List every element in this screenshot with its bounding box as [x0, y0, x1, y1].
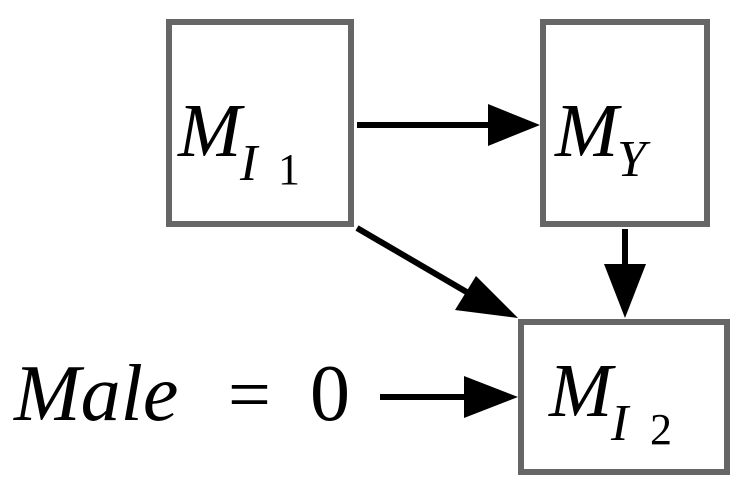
edge-mi1-to-my: [357, 104, 540, 146]
edge-mi1-to-mi2-arrowhead: [455, 276, 518, 318]
edge-mi1-to-my-arrowhead: [488, 104, 540, 146]
edge-mi1-to-mi2: [355, 225, 518, 318]
node-m-y-label: MY: [554, 89, 651, 188]
edge-my-to-mi2-arrowhead: [604, 264, 646, 318]
edge-male-to-mi2-arrowhead: [464, 376, 518, 418]
node-m-y-box: [540, 19, 710, 227]
edge-my-to-mi2: [604, 229, 646, 318]
edge-mi1-to-mi2-line: [355, 225, 472, 297]
edge-male-to-mi2: [380, 376, 518, 418]
node-m-i1-box: [166, 19, 354, 227]
intervention-label: Male=0: [13, 350, 350, 438]
node-m-y: MY: [540, 19, 710, 227]
node-m-i2-box: [518, 319, 730, 475]
